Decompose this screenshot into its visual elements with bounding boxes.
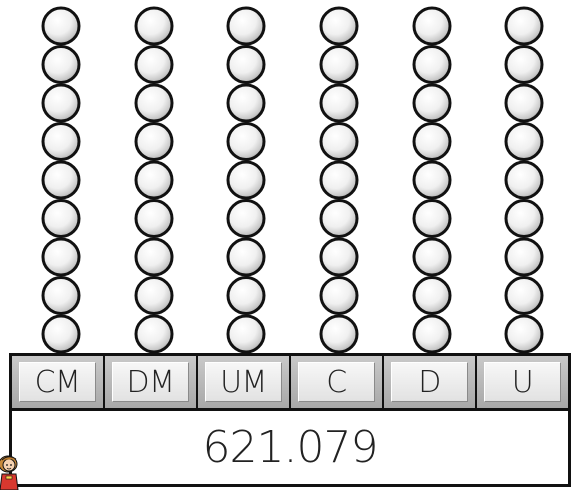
bead-d-4 xyxy=(414,201,450,237)
bead-um-9 xyxy=(228,8,264,44)
bead-um-4 xyxy=(228,201,264,237)
bead-dm-2 xyxy=(136,278,172,314)
bead-u-3 xyxy=(506,239,542,275)
bead-dm-7 xyxy=(136,85,172,121)
bead-dm-9 xyxy=(136,8,172,44)
bead-c-1 xyxy=(321,316,357,352)
bead-um-2 xyxy=(228,278,264,314)
bead-dm-6 xyxy=(136,124,172,160)
bead-c-5 xyxy=(321,162,357,198)
label-cell-um: UM xyxy=(198,356,291,408)
label-cell-dm: DM xyxy=(105,356,198,408)
bead-c-2 xyxy=(321,278,357,314)
column-label: DM xyxy=(112,362,189,402)
bead-um-6 xyxy=(228,124,264,160)
column-label: CM xyxy=(19,362,96,402)
bead-um-1 xyxy=(228,316,264,352)
bead-dm-3 xyxy=(136,239,172,275)
bead-cm-4 xyxy=(43,201,79,237)
bead-u-1 xyxy=(506,316,542,352)
bead-um-8 xyxy=(228,47,264,83)
bead-d-6 xyxy=(414,124,450,160)
bead-c-8 xyxy=(321,47,357,83)
bead-cm-7 xyxy=(43,85,79,121)
bead-cm-3 xyxy=(43,239,79,275)
abacus-beads xyxy=(0,0,578,355)
bead-um-7 xyxy=(228,85,264,121)
bead-u-5 xyxy=(506,162,542,198)
bead-d-7 xyxy=(414,85,450,121)
bead-d-2 xyxy=(414,278,450,314)
column-label: UM xyxy=(205,362,282,402)
label-cell-cm: CM xyxy=(12,356,105,408)
number-display: 621.079 xyxy=(12,411,568,484)
bead-u-9 xyxy=(506,8,542,44)
bead-dm-5 xyxy=(136,162,172,198)
bead-c-3 xyxy=(321,239,357,275)
bead-d-3 xyxy=(414,239,450,275)
bead-u-7 xyxy=(506,85,542,121)
bead-c-4 xyxy=(321,201,357,237)
bead-u-2 xyxy=(506,278,542,314)
bead-dm-8 xyxy=(136,47,172,83)
bead-dm-1 xyxy=(136,316,172,352)
bead-cm-2 xyxy=(43,278,79,314)
bead-cm-5 xyxy=(43,162,79,198)
place-value-labels: CM DM UM C D U xyxy=(12,356,568,411)
bead-cm-6 xyxy=(43,124,79,160)
column-label: D xyxy=(391,362,468,402)
bead-u-4 xyxy=(506,201,542,237)
column-label: U xyxy=(484,362,561,402)
label-cell-u: U xyxy=(477,356,568,408)
bead-cm-1 xyxy=(43,316,79,352)
bead-cm-9 xyxy=(43,8,79,44)
girl-character-icon xyxy=(0,446,22,490)
bead-um-5 xyxy=(228,162,264,198)
bead-d-1 xyxy=(414,316,450,352)
bead-dm-4 xyxy=(136,201,172,237)
bead-d-5 xyxy=(414,162,450,198)
bead-d-8 xyxy=(414,47,450,83)
bead-u-6 xyxy=(506,124,542,160)
bead-c-9 xyxy=(321,8,357,44)
bead-d-9 xyxy=(414,8,450,44)
label-cell-d: D xyxy=(384,356,477,408)
column-label: C xyxy=(298,362,375,402)
place-value-board: CM DM UM C D U 621.079 xyxy=(9,353,571,487)
label-cell-c: C xyxy=(291,356,384,408)
bead-c-7 xyxy=(321,85,357,121)
bead-c-6 xyxy=(321,124,357,160)
bead-u-8 xyxy=(506,47,542,83)
bead-um-3 xyxy=(228,239,264,275)
bead-cm-8 xyxy=(43,47,79,83)
